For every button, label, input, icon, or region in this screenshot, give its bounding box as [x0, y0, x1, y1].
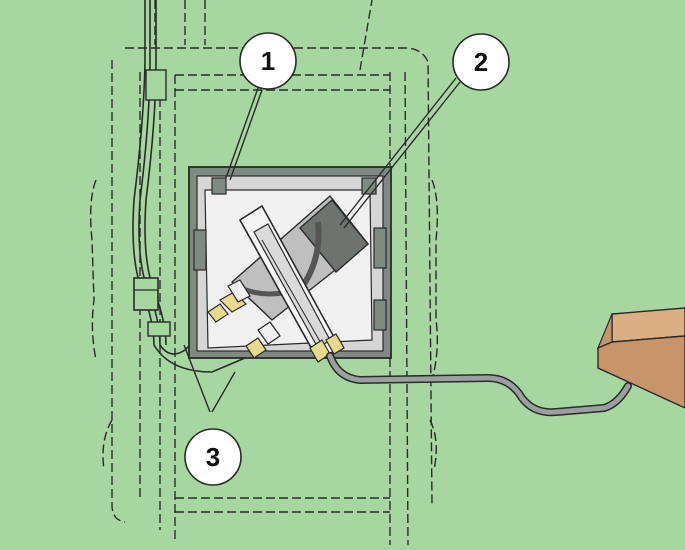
callout-1: 1 — [239, 32, 297, 90]
fuel-line — [326, 352, 632, 417]
callout-3-label: 3 — [206, 442, 220, 472]
harness-clip-middle — [133, 277, 159, 311]
support-block — [596, 307, 685, 409]
connector-lower-left — [245, 321, 281, 359]
connector-upper-left — [207, 279, 251, 323]
callout-1-label: 1 — [261, 46, 275, 76]
callout-2: 2 — [452, 33, 510, 91]
harness-clip-upper — [145, 69, 167, 101]
callout-2-label: 2 — [474, 47, 488, 77]
callout-3: 3 — [184, 428, 242, 486]
leader-lines — [183, 77, 461, 413]
harness-clip-lower — [147, 321, 171, 337]
